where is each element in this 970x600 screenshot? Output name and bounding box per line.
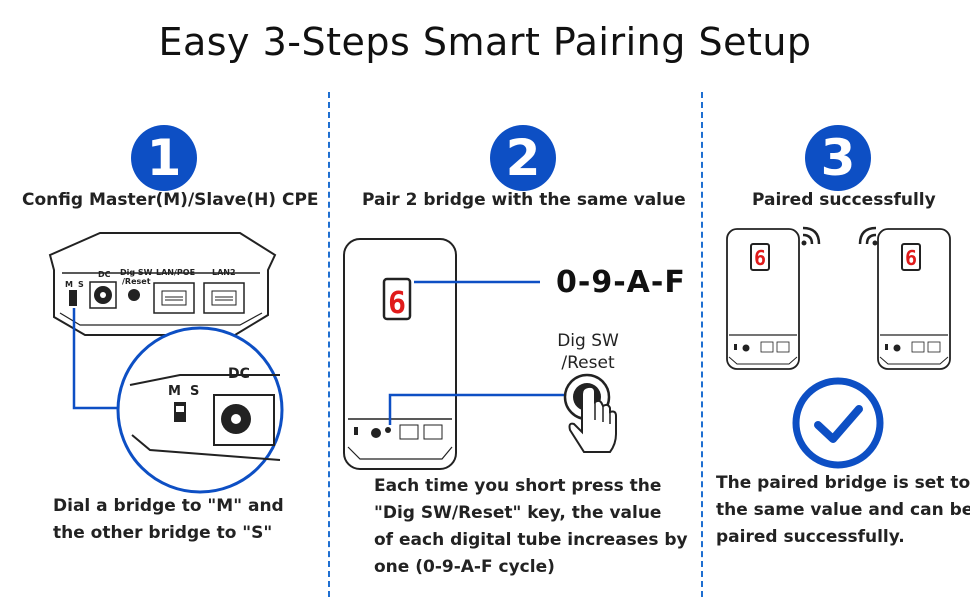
step-2-caption-line-4: one (0-9-A-F cycle) — [374, 557, 555, 577]
divider-left — [328, 92, 330, 597]
page-title: Easy 3-Steps Smart Pairing Setup — [158, 20, 812, 64]
step-3-left-display-digit: 6 — [754, 246, 766, 270]
step-2-dig-sw-label-1: Dig SW — [557, 331, 619, 351]
step-1-caption: Dial a bridge to "M" and the other bridg… — [53, 493, 284, 547]
step-1-zoom-label-m: M — [168, 384, 181, 399]
step-2-device-illustration: 6 — [343, 238, 457, 470]
step-2-dig-sw-label-2: /Reset — [561, 353, 615, 373]
step-3-heading: Paired successfully — [752, 190, 936, 210]
step-2-caption-line-3: of each digital tube increases by — [374, 530, 688, 550]
step-3-number-badge: 3 — [805, 125, 871, 191]
step-2-dig-sw-label: Dig SW /Reset — [548, 330, 628, 374]
checkmark-icon — [792, 377, 884, 469]
step-1-label-s: S — [78, 280, 84, 289]
step-2-leader-lines — [388, 280, 565, 425]
step-1-number-badge: 1 — [131, 125, 197, 191]
step-1-label-lan2: LAN2 — [212, 268, 236, 277]
step-2-display-digit: 6 — [388, 286, 406, 321]
step-3-device-right: 6 — [877, 228, 951, 370]
step-1-label-digsw-2: /Reset — [122, 277, 151, 286]
step-2-heading: Pair 2 bridge with the same value — [362, 190, 686, 210]
step-1-zoom-label-s: S — [190, 384, 199, 399]
step-1-label-digsw-1: Dig SW — [120, 268, 153, 277]
step-3-caption-line-3: paired successfully. — [716, 527, 905, 547]
step-1-caption-line-2: the other bridge to "S" — [53, 523, 273, 543]
step-2-caption-line-1: Each time you short press the — [374, 476, 662, 496]
step-1-label-dc: DC — [98, 270, 111, 279]
step-3-caption: The paired bridge is set to the same val… — [716, 470, 970, 551]
step-2-caption: Each time you short press the "Dig SW/Re… — [374, 473, 688, 581]
step-3-caption-line-1: The paired bridge is set to — [716, 473, 970, 493]
step-1-caption-line-1: Dial a bridge to "M" and — [53, 496, 284, 516]
step-1-device-illustration: M S DC Dig SW /Reset LAN/POE LAN2 M S DC — [48, 232, 284, 494]
step-3-device-left: 6 — [726, 228, 800, 370]
divider-right — [701, 92, 703, 597]
step-1-zoom-label-dc: DC — [228, 366, 250, 382]
step-3-caption-line-2: the same value and can be — [716, 500, 970, 520]
step-2-code-range: 0-9-A-F — [556, 265, 686, 300]
step-1-heading: Config Master(M)/Slave(H) CPE — [22, 190, 319, 210]
step-2-number-badge: 2 — [490, 125, 556, 191]
step-2-caption-line-2: "Dig SW/Reset" key, the value — [374, 503, 662, 523]
wifi-signal-left-icon — [858, 226, 878, 246]
press-hand-icon — [563, 373, 617, 453]
step-3-right-display-digit: 6 — [905, 246, 917, 270]
step-1-label-lanpoe: LAN/POE — [156, 268, 195, 277]
step-1-label-m: M — [65, 280, 73, 289]
wifi-signal-right-icon — [801, 226, 821, 246]
